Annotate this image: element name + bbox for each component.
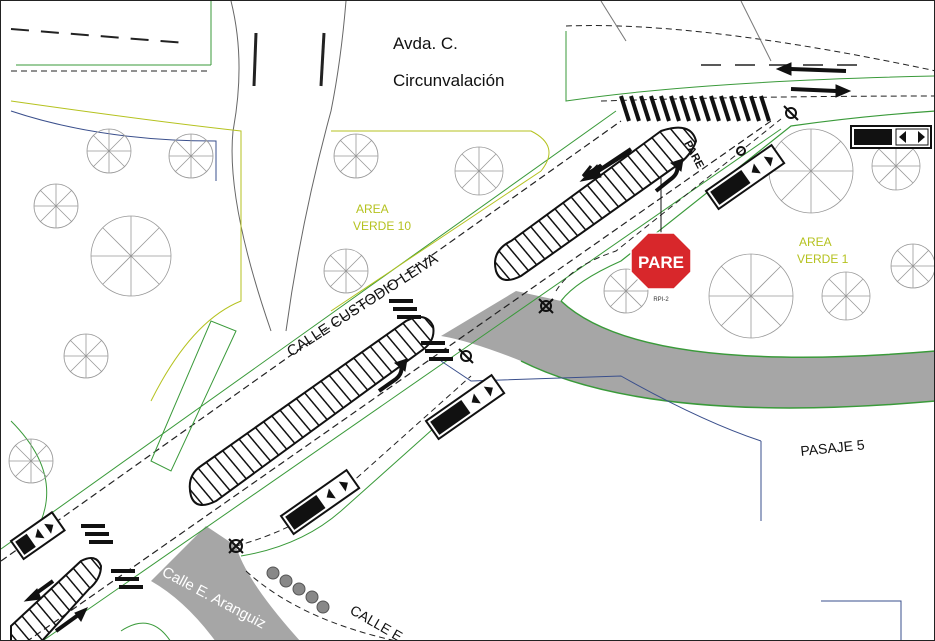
area-verde-1-line1: AREA [799,235,832,249]
hatched-island-middle [188,316,435,506]
direction-sign-right [850,125,932,149]
sign-post-markers [228,105,799,554]
area-verde-10-line1: AREA [356,202,389,216]
direction-sign-left [9,510,66,561]
avenue-label-line2: Circunvalación [393,71,505,90]
calle-custodio-leiva-road [1,110,782,640]
aranguiz-road [151,526,300,640]
stop-sign-text: PARE [638,253,684,272]
direction-sign-lower [279,468,361,536]
stop-sign-code: RPI-2 [653,297,669,303]
area-verde-1-line2: VERDE 1 [797,252,849,266]
pasaje-label: PASAJE 5 [800,436,866,459]
left-vertical-road [230,1,347,332]
direction-sign-middle [424,373,506,441]
pasaje-5-road [441,291,934,409]
crosswalk-top [619,95,771,122]
street-label-calle-e: CALLE E [348,602,406,641]
hatched-island-upper [494,126,698,281]
direction-sign-top-center [704,143,786,211]
road-arrows [23,62,852,633]
bollards [266,566,330,614]
avenue-label-line1: Avda. C. [393,34,458,53]
crosswalk-bottom [81,524,143,589]
green-area-boundaries [10,100,934,522]
stop-sign-icon: PARE RPI-2 [630,232,692,303]
area-verde-10-line2: VERDE 10 [353,219,411,233]
hatched-island-lower [10,556,103,640]
crosswalk-middle [389,299,453,361]
tree-symbols [8,128,934,484]
